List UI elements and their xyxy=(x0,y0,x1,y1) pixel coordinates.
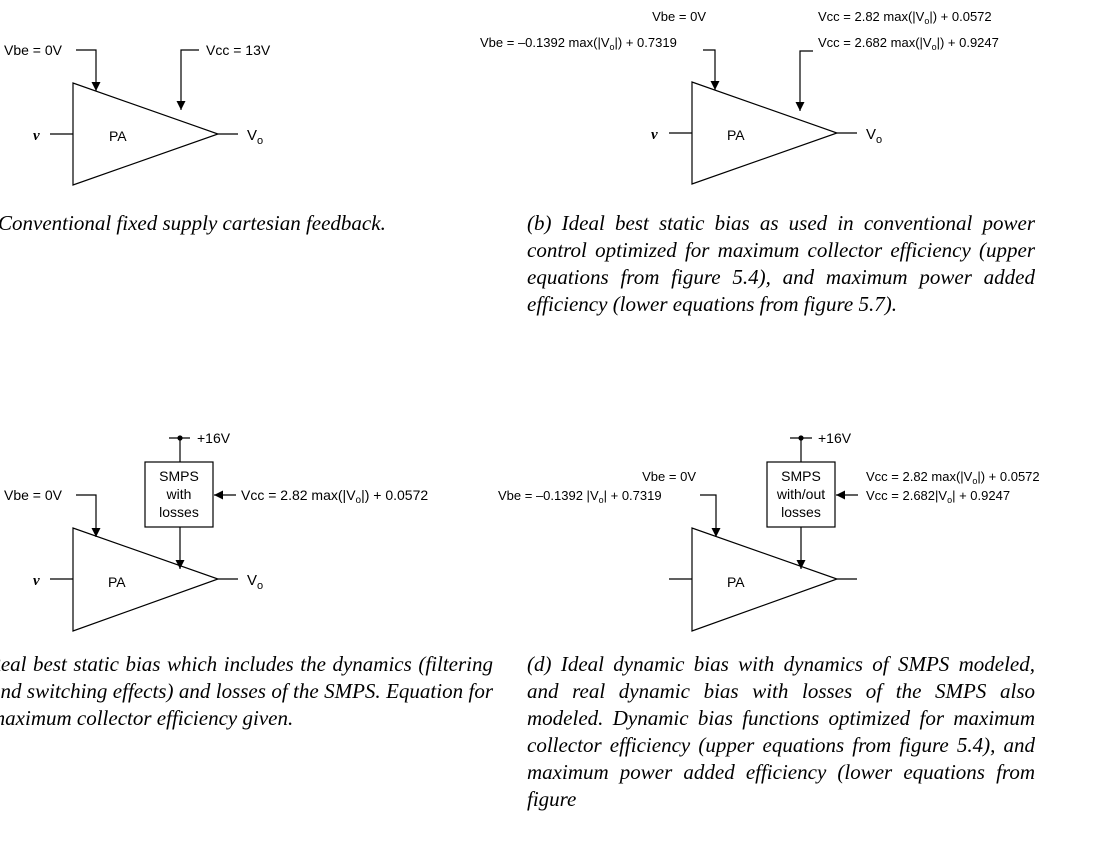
vbe-arrow-d xyxy=(700,494,721,537)
input-label-a: v xyxy=(33,128,40,144)
vcc-lower-equation-d: Vcc = 2.682|Vo| + 0.9247 xyxy=(866,488,1010,505)
vbe-label-a: Vbe = 0V xyxy=(4,42,63,58)
vbe-equation-d: Vbe = –0.1392 |Vo| + 0.7319 xyxy=(498,488,662,505)
vbe-equation-b: Vbe = –0.1392 max(|Vo|) + 0.7319 xyxy=(480,35,677,52)
supply-label-d: +16V xyxy=(818,430,852,446)
output-label-b: Vo xyxy=(866,126,882,146)
vcc-arrow-b xyxy=(795,50,813,111)
pa-label-c: PA xyxy=(108,574,126,590)
caption-c: Real best static bias which includes the… xyxy=(0,652,493,730)
pa-amplifier-d xyxy=(691,527,839,632)
caption-d: (d) Ideal dynamic bias with dynamics of … xyxy=(527,652,1035,811)
pa-amplifier-c xyxy=(72,527,220,632)
vcc-arrow-a xyxy=(176,49,199,110)
caption-a: Conventional fixed supply cartesian feed… xyxy=(0,211,386,235)
smps-label-line3-d: losses xyxy=(781,504,821,520)
smps-label-line1-c: SMPS xyxy=(159,468,199,484)
vbe-arrow-b xyxy=(703,49,720,90)
vbe-arrow-c xyxy=(76,494,101,537)
panel-a: PA v Vo Vbe = 0V Vcc = 13V xyxy=(4,42,271,186)
pa-label-b: PA xyxy=(727,127,745,143)
vbe-arrow-a xyxy=(76,49,101,91)
pa-label-d: PA xyxy=(727,574,745,590)
smps-label-line1-d: SMPS xyxy=(781,468,821,484)
pa-amplifier-b xyxy=(691,81,839,185)
vcc-lower-equation-b: Vcc = 2.682 max(|Vo|) + 0.9247 xyxy=(818,35,999,52)
pa-label-a: PA xyxy=(109,128,127,144)
input-label-b: v xyxy=(651,127,658,143)
output-label-a: Vo xyxy=(247,127,263,147)
supply-label-c: +16V xyxy=(197,430,231,446)
vbe-top-label-b: Vbe = 0V xyxy=(652,9,706,24)
vbe-label-c: Vbe = 0V xyxy=(4,487,63,503)
smps-box-c xyxy=(144,461,214,528)
smps-label-line3-c: losses xyxy=(159,504,199,520)
panel-d: +16V SMPS with/out losses Vcc = 2.82 max… xyxy=(498,430,1040,632)
output-label-c: Vo xyxy=(247,572,263,592)
vcc-upper-equation-b: Vcc = 2.82 max(|Vo|) + 0.0572 xyxy=(818,9,992,26)
vcc-equation-c: Vcc = 2.82 max(|Vo|) + 0.0572 xyxy=(241,487,428,506)
input-label-c: v xyxy=(33,573,40,589)
caption-b: (b) Ideal best static bias as used in co… xyxy=(527,211,1035,316)
vbe-top-label-d: Vbe = 0V xyxy=(642,469,696,484)
panel-b: PA v Vo Vbe = 0V Vbe = –0.1392 max(|Vo|)… xyxy=(480,9,999,185)
vcc-upper-equation-d: Vcc = 2.82 max(|Vo|) + 0.0572 xyxy=(866,469,1040,486)
smps-label-line2-c: with xyxy=(166,486,192,502)
pa-amplifier-a xyxy=(72,82,220,186)
panel-c: +16V SMPS with losses Vcc = 2.82 max(|Vo… xyxy=(4,430,428,632)
vcc-label-a: Vcc = 13V xyxy=(206,42,271,58)
smps-label-line2-d: with/out xyxy=(776,486,825,502)
